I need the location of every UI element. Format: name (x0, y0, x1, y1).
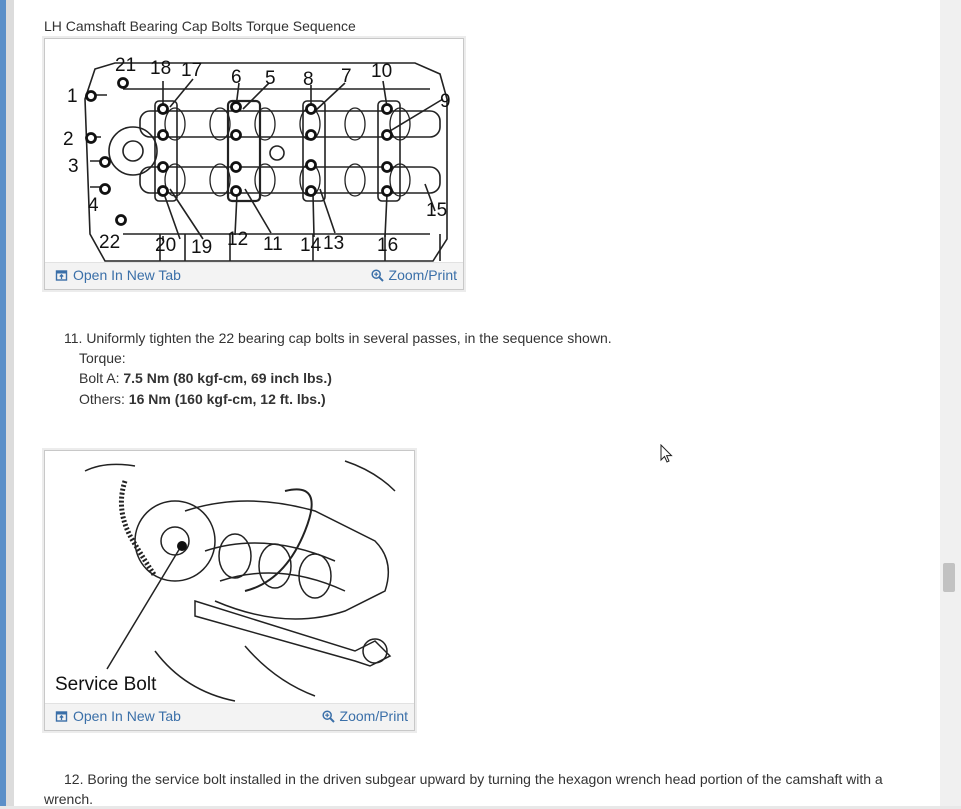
callout-2: 2 (63, 129, 74, 150)
bolt-a-spec: Bolt A: 7.5 Nm (80 kgf-cm, 69 inch lbs.) (79, 368, 332, 388)
callout-5: 5 (265, 68, 276, 89)
callout-18: 18 (150, 58, 171, 79)
camshaft-diagram: 21 18 17 6 5 8 7 10 9 1 2 3 4 15 22 20 1… (63, 55, 451, 262)
callout-8: 8 (303, 69, 314, 90)
callout-13: 13 (323, 233, 344, 254)
callout-21: 21 (115, 55, 136, 76)
scrollbar-track[interactable] (940, 0, 961, 806)
open-in-new-tab-icon (55, 710, 68, 722)
callout-10: 10 (371, 61, 392, 82)
callout-9: 9 (440, 91, 451, 112)
zoom-print-label: Zoom/Print (388, 267, 457, 283)
magnifier-plus-icon (321, 709, 335, 723)
callout-20: 20 (155, 235, 176, 256)
callout-3: 3 (68, 156, 79, 177)
window-edge-strip (0, 0, 14, 806)
zoom-print-label: Zoom/Print (339, 708, 408, 724)
step-11-text: 11. Uniformly tighten the 22 bearing cap… (64, 330, 612, 346)
zoom-print-button[interactable]: Zoom/Print (370, 267, 457, 283)
open-in-new-tab-button[interactable]: Open In New Tab (55, 708, 181, 724)
open-in-new-tab-button[interactable]: Open In New Tab (55, 267, 181, 283)
callout-16: 16 (377, 235, 398, 256)
step-12-text: 12. Boring the service bolt installed in… (64, 771, 883, 787)
bolt-a-value: 7.5 Nm (80 kgf-cm, 69 inch lbs.) (123, 370, 332, 386)
open-in-new-tab-label: Open In New Tab (73, 267, 181, 283)
callout-7: 7 (341, 66, 352, 87)
callout-14: 14 (300, 235, 322, 256)
callout-19: 19 (191, 237, 212, 258)
callout-15: 15 (426, 200, 447, 221)
service-bolt-callout: Service Bolt (55, 674, 157, 695)
scrollbar-thumb[interactable] (943, 563, 955, 592)
figure-toolbar: Open In New Tab Zoom/Print (45, 703, 414, 730)
open-in-new-tab-label: Open In New Tab (73, 708, 181, 724)
service-bolt-diagram: Service Bolt (55, 460, 396, 702)
torque-sequence-figure: 21 18 17 6 5 8 7 10 9 1 2 3 4 15 22 20 1… (44, 38, 464, 290)
callout-17: 17 (181, 60, 202, 81)
callout-22: 22 (99, 232, 120, 253)
figure-title: LH Camshaft Bearing Cap Bolts Torque Seq… (44, 18, 356, 34)
zoom-print-button[interactable]: Zoom/Print (321, 708, 408, 724)
callout-12: 12 (227, 229, 248, 250)
torque-label: Torque: (79, 350, 126, 366)
callout-1: 1 (67, 86, 78, 107)
callout-4: 4 (88, 195, 99, 216)
callout-11: 11 (263, 234, 283, 255)
bolt-a-label: Bolt A: (79, 370, 120, 386)
callout-6: 6 (231, 67, 242, 88)
others-spec: Others: 16 Nm (160 kgf-cm, 12 ft. lbs.) (79, 389, 326, 409)
mouse-pointer-icon (660, 444, 673, 463)
others-label: Others: (79, 391, 125, 407)
figure-toolbar: Open In New Tab Zoom/Print (45, 262, 463, 289)
step-12-text-cont: wrench. (44, 791, 94, 807)
magnifier-plus-icon (370, 268, 384, 282)
service-bolt-figure: Service Bolt Open In New Tab Zoom/Print (44, 450, 415, 731)
open-in-new-tab-icon (55, 269, 68, 281)
others-value: 16 Nm (160 kgf-cm, 12 ft. lbs.) (128, 391, 326, 407)
